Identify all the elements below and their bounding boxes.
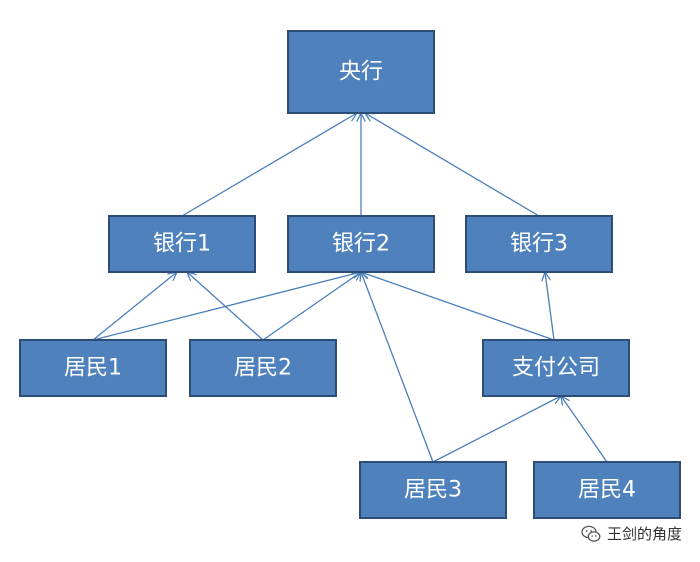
arrow-resident3-to-payment-company: [432, 396, 561, 463]
node-resident2: 居民2: [189, 339, 337, 397]
node-payment-company-label: 支付公司: [512, 356, 600, 381]
node-resident4: 居民4: [533, 461, 681, 519]
node-central-bank-label: 央行: [339, 60, 383, 85]
arrow-resident2-to-bank1: [187, 272, 264, 341]
node-resident3-label: 居民3: [404, 478, 462, 503]
node-bank1: 银行1: [108, 215, 256, 273]
node-resident1: 居民1: [19, 339, 167, 397]
nodes-layer: 央行 银行1 银行2 银行3 居民1 居民2 支付公司 居民3: [19, 30, 681, 519]
arrow-resident1-to-bank2: [92, 272, 361, 341]
arrow-resident1-to-bank1: [92, 272, 177, 341]
arrow-bank3-to-central-bank: [365, 113, 540, 217]
node-bank3-label: 银行3: [510, 232, 568, 257]
arrow-payment-company-to-bank2: [361, 272, 555, 341]
node-resident4-label: 居民4: [578, 478, 636, 503]
node-bank1-label: 银行1: [153, 232, 211, 257]
arrow-bank1-to-central-bank: [181, 113, 357, 217]
node-resident1-label: 居民1: [64, 356, 122, 381]
arrow-resident4-to-payment-company: [561, 396, 608, 463]
node-payment-company: 支付公司: [482, 339, 630, 397]
arrow-resident3-to-bank2: [361, 272, 434, 463]
watermark-text: 王剑的角度: [606, 525, 682, 543]
arrow-resident2-to-bank2: [262, 272, 361, 341]
arrow-payment-company-to-bank3: [545, 272, 555, 341]
node-bank3: 银行3: [465, 215, 613, 273]
node-central-bank: 央行: [287, 30, 435, 114]
node-resident2-label: 居民2: [234, 356, 292, 381]
watermark: 王剑的角度: [581, 523, 682, 544]
edges-layer: [92, 113, 608, 463]
wechat-icon: [581, 525, 601, 542]
node-bank2-label: 银行2: [332, 232, 390, 257]
node-resident3: 居民3: [359, 461, 507, 519]
node-bank2: 银行2: [287, 215, 435, 273]
